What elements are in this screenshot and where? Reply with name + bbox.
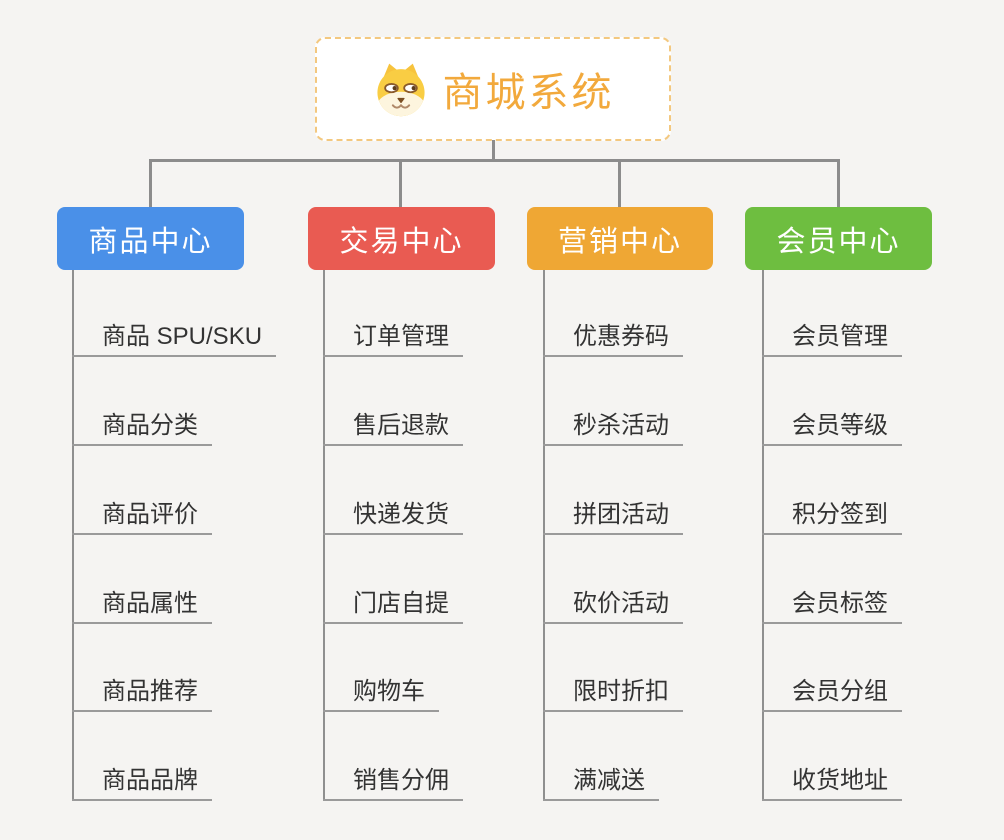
leaf-node[interactable]: 商品属性 [72,590,212,624]
branch-node-marketing-center[interactable]: 营销中心 [527,207,713,270]
dog-face-icon [376,63,425,117]
leaf-node[interactable]: 购物车 [323,678,439,712]
branch-label: 会员中心 [776,225,901,258]
branch-label: 交易中心 [339,225,464,258]
connector-line [762,270,764,801]
leaf-node[interactable]: 会员分组 [762,678,902,712]
leaf-node[interactable]: 快递发货 [323,501,463,535]
branch-node-member-center[interactable]: 会员中心 [745,207,932,270]
connector-line [323,270,325,801]
leaf-node[interactable]: 满减送 [543,767,659,801]
leaf-node[interactable]: 商品推荐 [72,678,212,712]
branch-label: 营销中心 [557,225,682,258]
leaf-node[interactable]: 售后退款 [323,412,463,446]
connector-line [618,162,621,207]
leaf-node[interactable]: 优惠券码 [543,323,683,357]
connector-line [399,162,402,207]
leaf-node[interactable]: 会员等级 [762,412,902,446]
leaf-node[interactable]: 秒杀活动 [543,412,683,446]
root-node[interactable]: 商城系统 [315,37,671,141]
leaf-node[interactable]: 限时折扣 [543,678,683,712]
leaf-node[interactable]: 门店自提 [323,590,463,624]
branch-node-product-center[interactable]: 商品中心 [57,207,244,270]
leaf-node[interactable]: 商品 SPU/SKU [72,323,277,357]
leaf-node[interactable]: 商品评价 [72,501,212,535]
connector-line [149,159,840,162]
branch-node-trade-center[interactable]: 交易中心 [308,207,495,270]
leaf-node[interactable]: 会员标签 [762,590,902,624]
connector-line [72,270,74,801]
leaf-node[interactable]: 会员管理 [762,323,902,357]
connector-line [543,270,545,801]
leaf-node[interactable]: 商品分类 [72,412,212,446]
leaf-node[interactable]: 收货地址 [762,767,902,801]
root-title: 商城系统 [442,71,615,115]
connector-line [837,162,840,207]
leaf-node[interactable]: 订单管理 [323,323,463,357]
branch-label: 商品中心 [88,225,213,258]
leaf-node[interactable]: 积分签到 [762,501,902,535]
leaf-node[interactable]: 砍价活动 [543,590,683,624]
leaf-node[interactable]: 销售分佣 [323,767,463,801]
leaf-node[interactable]: 商品品牌 [72,767,212,801]
connector-line [492,140,495,161]
leaf-node[interactable]: 拼团活动 [543,501,683,535]
connector-line [149,162,152,207]
